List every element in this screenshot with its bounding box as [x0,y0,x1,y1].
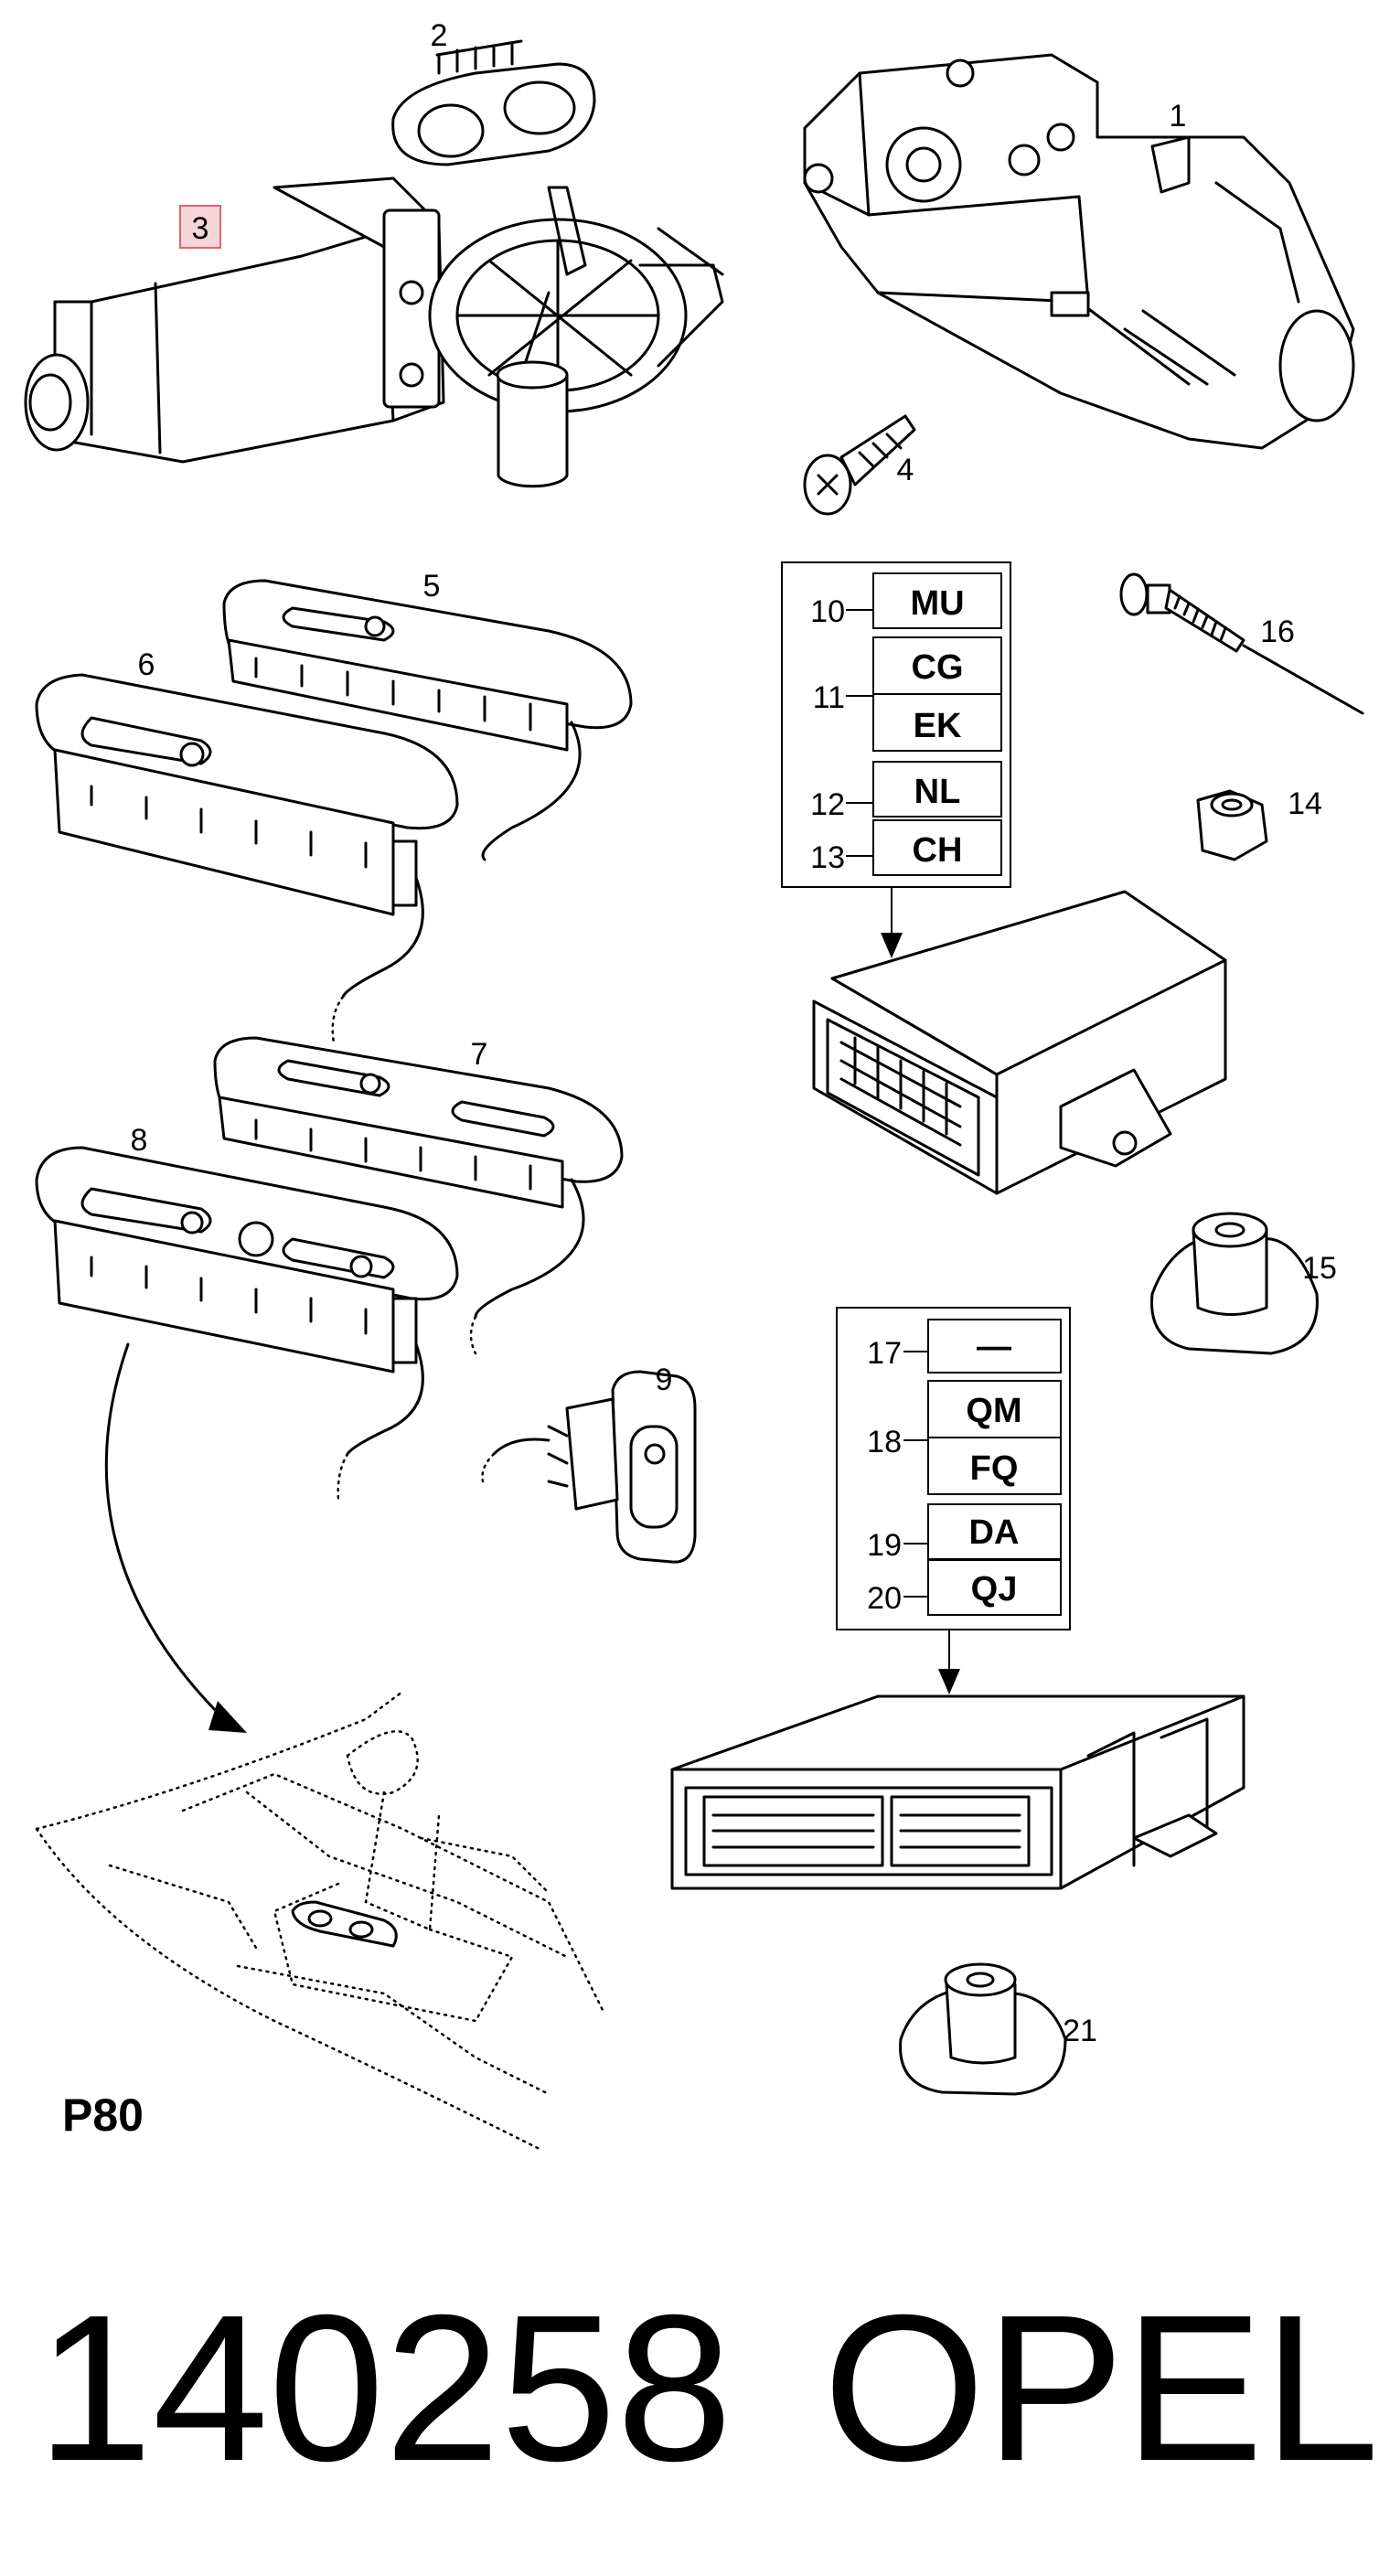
switch-panel-7-drawing [213,1036,624,1355]
ref-17: 17 [867,1336,902,1371]
code-mu: MU [910,584,964,623]
comfort-control-module-drawing [670,1694,1245,1890]
code-cg: CG [912,648,964,687]
bolt-drawing [1119,572,1364,715]
window-control-module-drawing [812,890,1227,1195]
ref-10: 10 [810,594,845,629]
callout-14: 14 [1288,786,1322,821]
clip-nut-15-drawing [1150,1212,1319,1355]
location-arrow [104,1342,230,1726]
gearbox-unit-drawing [803,53,1355,450]
callout-15: 15 [1302,1251,1337,1286]
callout-5: 5 [423,569,441,604]
callout-2: 2 [431,18,448,53]
screw-drawing [803,414,916,516]
code-nl: NL [914,773,961,811]
code-qj: QJ [971,1570,1018,1609]
code-ch: CH [913,831,963,870]
switch-panel-5-drawing [222,579,633,861]
brand-name: OPEL [823,2272,1379,2505]
callout-21: 21 [1063,2014,1097,2048]
ref-18: 18 [867,1425,902,1459]
ref-11: 11 [813,680,845,715]
callout-1: 1 [1170,99,1187,134]
callout-16: 16 [1260,615,1295,649]
callout-3-highlight [179,205,221,249]
ref-13: 13 [810,840,845,875]
switch-panel-6-drawing [35,673,459,1044]
code-fq: FQ [970,1449,1019,1488]
switch-panel-8-drawing [35,1146,459,1502]
callout-7: 7 [471,1037,488,1072]
code-da: DA [969,1513,1020,1552]
single-switch-drawing [481,1370,697,1564]
callout-8: 8 [131,1123,148,1158]
callout-4: 4 [897,453,914,487]
code-qm: QM [966,1392,1021,1430]
clip-nut-21-drawing [899,1962,1067,2096]
ref-19: 19 [867,1528,902,1563]
code-dash: — [977,1328,1011,1366]
catalog-number: 140258 [37,2272,732,2505]
diagram-code: P80 [62,2090,144,2141]
window-motor-drawing [24,176,724,488]
callout-9: 9 [656,1363,673,1397]
module-table-lower: 17 — 18 QM FQ 19 DA 20 QJ [836,1307,1071,1694]
callout-6: 6 [138,647,155,682]
ref-12: 12 [810,787,845,822]
nut-drawing [1196,789,1268,861]
center-console-dotted-view [35,1690,605,2151]
location-arrowhead [208,1701,247,1733]
code-ek: EK [914,707,962,745]
motor-cover-drawing [391,39,596,166]
callout-3: 3 [192,211,209,246]
module-table-upper: 10 MU 11 CG EK 12 NL 13 CH [781,561,1011,958]
ref-20: 20 [867,1581,902,1616]
